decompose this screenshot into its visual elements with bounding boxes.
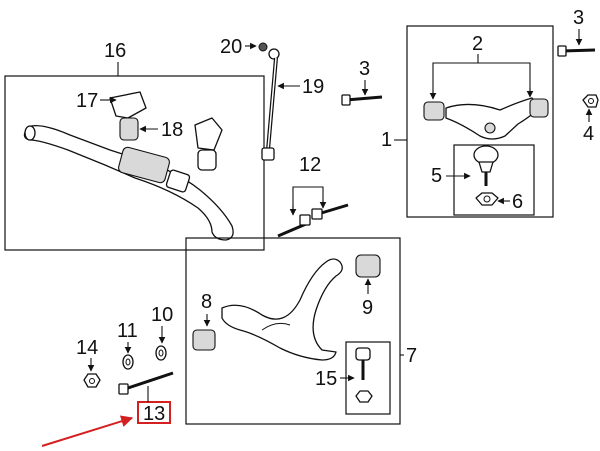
callout-14: 14	[76, 337, 98, 359]
callout-20: 20	[220, 36, 242, 58]
bolt-12-part[interactable]	[277, 203, 349, 238]
washer-10-part[interactable]	[155, 345, 167, 361]
callout-19: 19	[302, 76, 324, 98]
stabilizer-bar-part[interactable]	[23, 124, 234, 241]
washer-11-part[interactable]	[122, 354, 134, 370]
callout-15: 15	[315, 368, 337, 390]
callout-5: 5	[431, 165, 442, 187]
callout-17: 17	[76, 90, 98, 112]
upper-arm-group-box	[406, 25, 554, 218]
lower-ball-joint-part[interactable]	[355, 347, 373, 403]
callout-18: 18	[161, 119, 183, 141]
callout-4: 4	[583, 123, 594, 145]
callout-13: 13	[143, 403, 165, 425]
callout-10: 10	[151, 304, 173, 326]
stabilizer-bushing-part[interactable]	[119, 117, 217, 171]
callout-12: 12	[299, 154, 321, 176]
callout-3-right: 3	[573, 7, 584, 29]
upper-control-arm-part[interactable]	[445, 97, 541, 140]
link-nut-part[interactable]	[258, 42, 268, 52]
ball-joint-subgroup-box	[453, 144, 535, 216]
stabilizer-bracket-part[interactable]	[109, 91, 223, 151]
nut-14-part[interactable]	[83, 373, 101, 388]
leader-2	[432, 62, 531, 98]
callout-3-center: 3	[359, 58, 370, 80]
callout-9: 9	[362, 297, 373, 319]
callout-1: 1	[381, 129, 392, 151]
lower-arm-group-box	[185, 237, 401, 425]
callout-16: 16	[104, 40, 126, 62]
bolt-13-part[interactable]	[118, 371, 174, 395]
leader-12	[292, 186, 324, 214]
bolt-3-center-part[interactable]	[341, 94, 383, 106]
nut-4-part[interactable]	[582, 94, 599, 108]
callout-6: 6	[512, 191, 523, 213]
upper-arm-bushing-part[interactable]	[423, 98, 549, 121]
lower-control-arm-part[interactable]	[221, 258, 343, 361]
stabilizer-bar-group-box	[4, 75, 265, 251]
callout-7: 7	[406, 345, 417, 367]
callout-13-highlight-box	[137, 401, 171, 424]
callout-11: 11	[117, 320, 138, 342]
stabilizer-link-part[interactable]	[261, 48, 280, 161]
ball-joint-nut-part[interactable]	[475, 192, 499, 206]
red-indicator-arrow	[41, 415, 134, 447]
lower-arm-bushing-part[interactable]	[192, 254, 381, 351]
bolt-3-right-part[interactable]	[557, 45, 596, 57]
callout-2: 2	[472, 33, 483, 55]
upper-ball-joint-part[interactable]	[473, 145, 499, 186]
callout-8: 8	[201, 291, 212, 313]
